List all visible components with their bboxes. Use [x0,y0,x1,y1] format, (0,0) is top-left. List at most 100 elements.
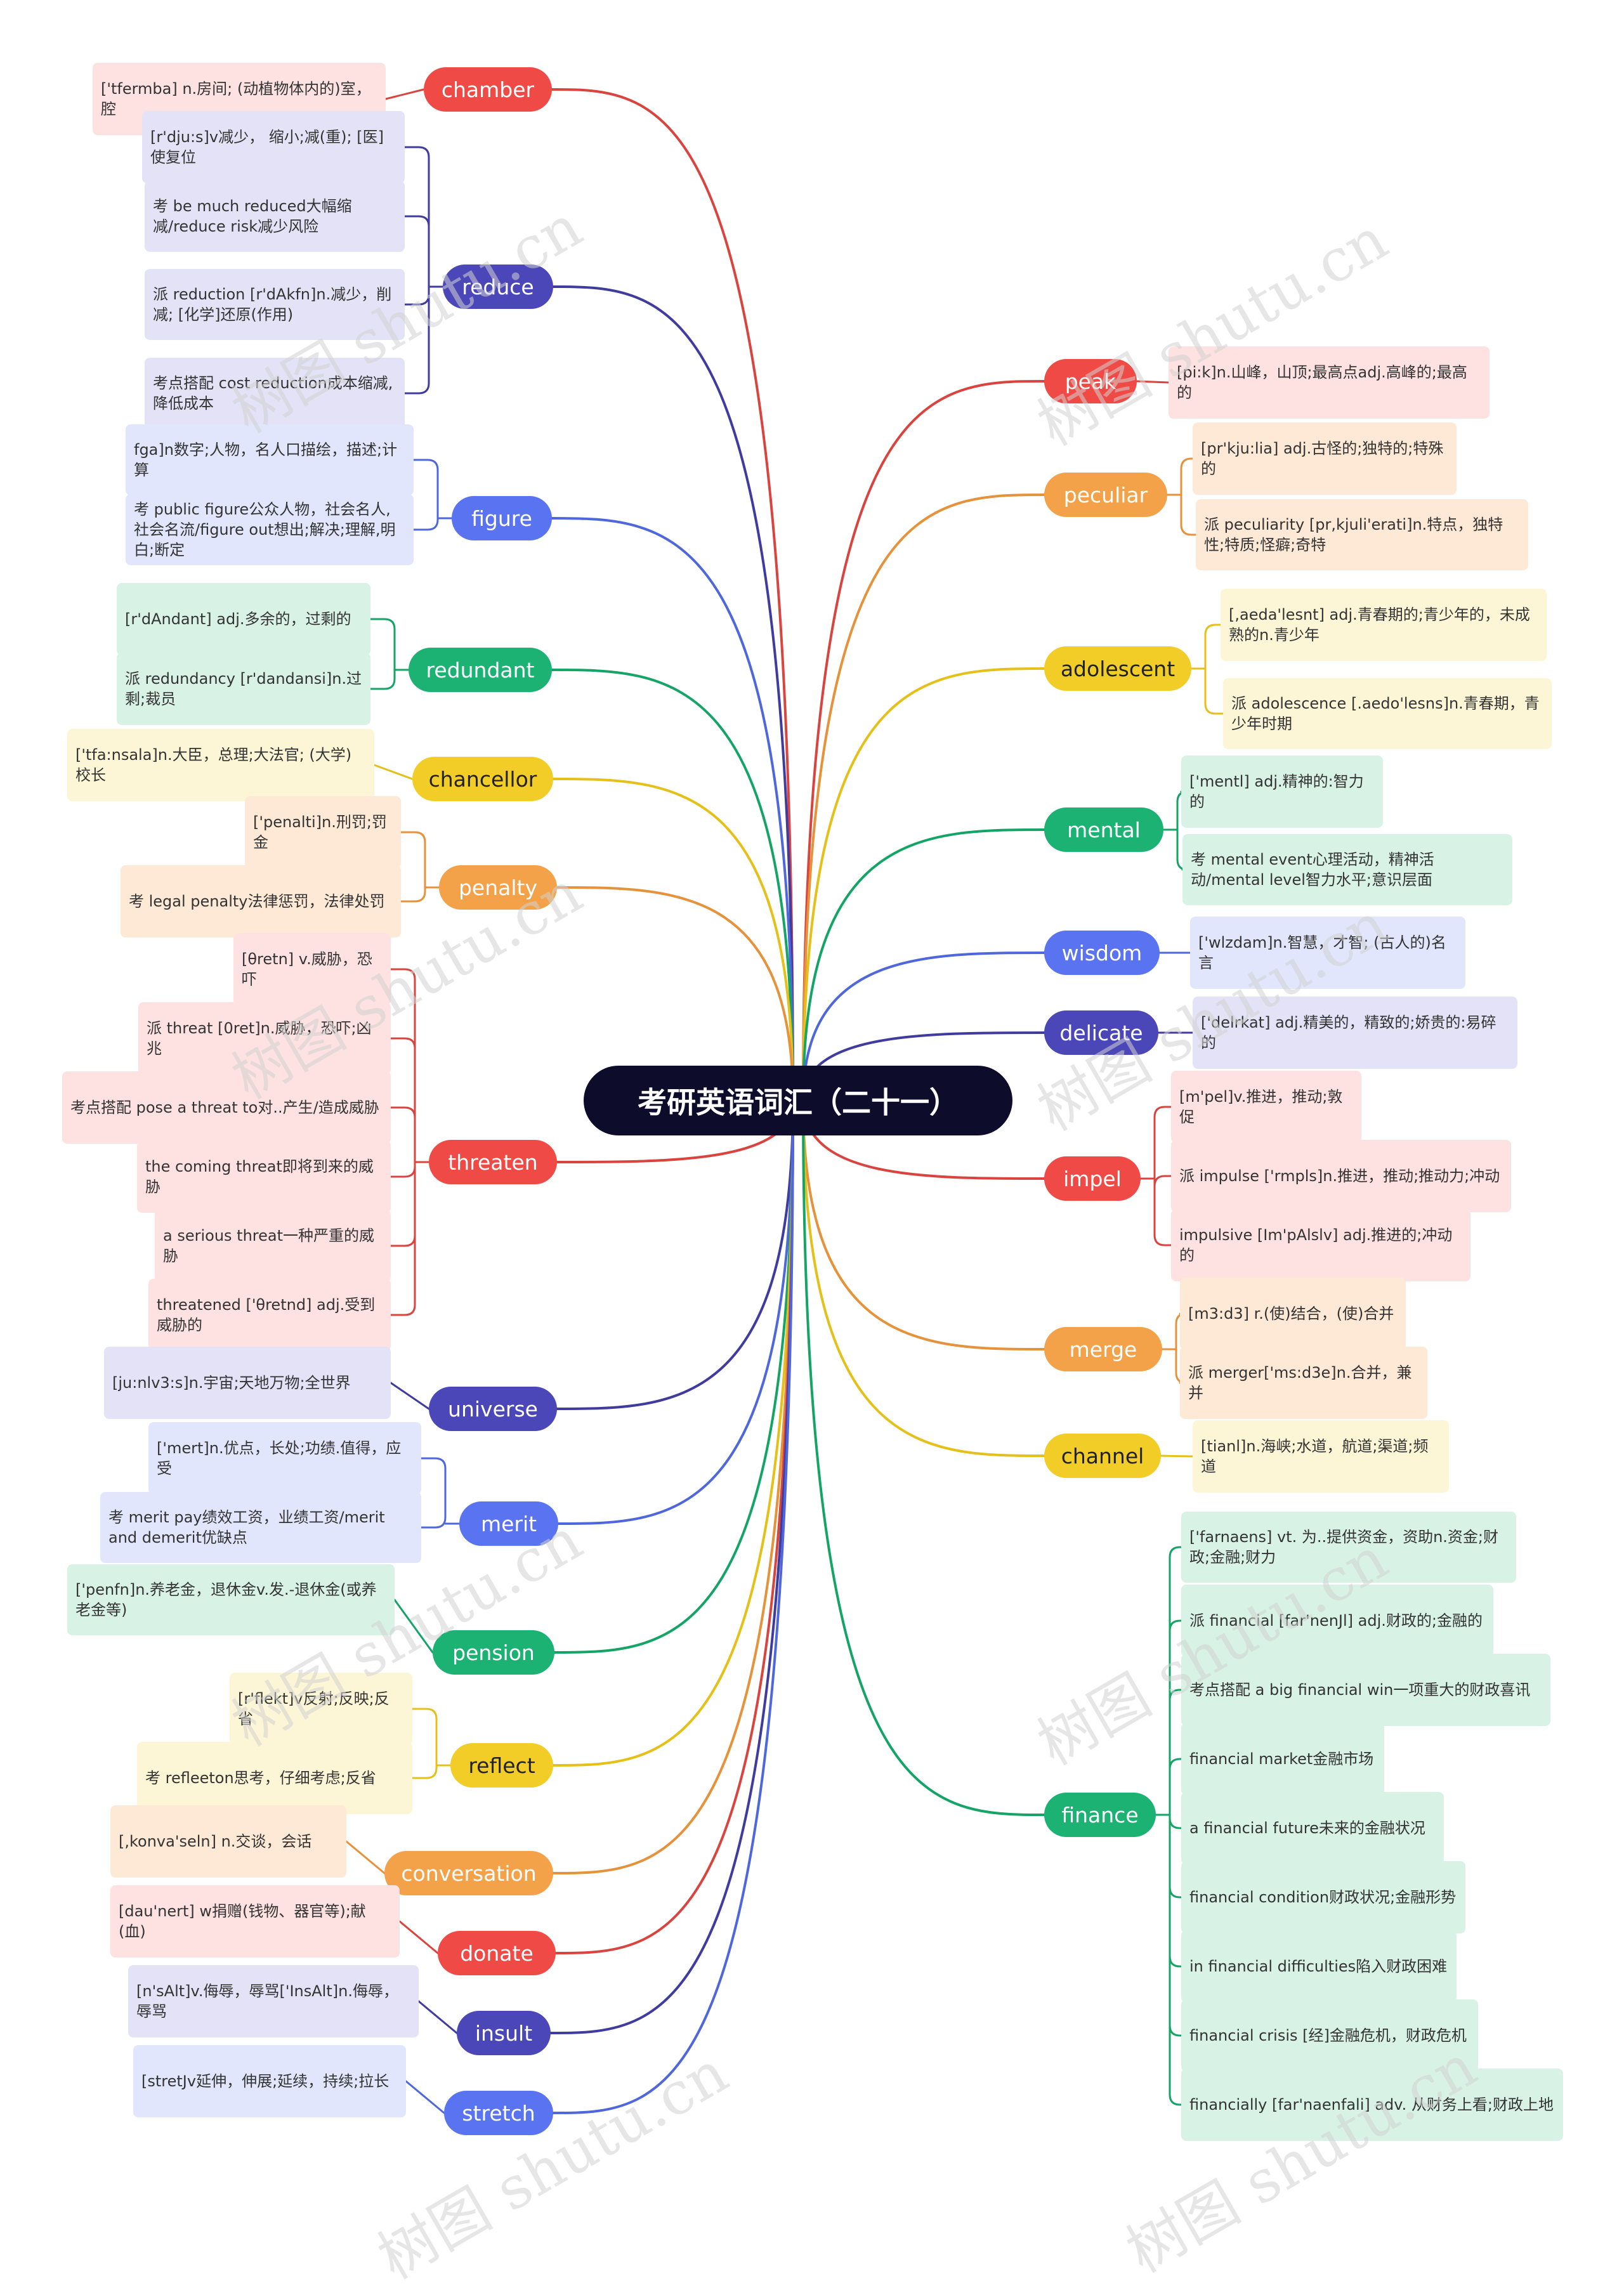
leaf-pension-1[interactable]: ['penfn]n.养老金，退休金v.发.-退休金(或养老金等) [67,1564,395,1635]
leaf-finance-4[interactable]: financial market金融市场 [1181,1723,1384,1795]
leaf-finance-2[interactable]: 派 financial [far'nenJl] adj.财政的;金融的 [1181,1585,1493,1657]
leaf-threaten-1[interactable]: [θretn] v.威胁，恐吓 [233,933,391,1005]
leaf-text: 考点搭配 cost reduction成本缩减,降低成本 [153,374,393,412]
leaf-peculiar-1[interactable]: [pr'kju:lia] adj.古怪的;独特的;特殊的 [1193,422,1457,495]
leaf-redundant-1[interactable]: [r'dAndant] adj.多余的，过剩的 [117,583,370,655]
topic-redundant[interactable]: redundant [409,648,552,692]
topic-reflect[interactable]: reflect [450,1743,553,1788]
leaf-line-adolescent-1 [1204,624,1222,636]
leaf-wisdom-1[interactable]: ['wlzdam]n.智慧，才智; (古人的)名言 [1190,917,1465,989]
topic-reduce[interactable]: reduce [443,265,553,309]
leaf-merge-1[interactable]: [m3:d3] r.(使)结合，(使)合并 [1180,1278,1406,1350]
branch-line-donate [554,1099,794,1954]
leaf-line-threaten-2 [390,1037,416,1050]
leaf-finance-8[interactable]: financial crisis [经]金融危机，财政危机 [1181,1999,1478,2072]
leaf-line-reduce-4 [403,382,430,395]
leaf-text: 考 refleeton思考，仔细考虑;反省 [145,1769,376,1787]
leaf-adolescent-1[interactable]: [,aeda'lesnt] adj.青春期的;青少年的，未成熟的n.青少年 [1221,589,1547,661]
leaf-threaten-3[interactable]: 考点搭配 pose a threat to对..产生/造成威胁 [62,1071,391,1144]
leaf-reflect-2[interactable]: 考 refleeton思考，仔细考虑;反省 [137,1742,412,1814]
leaf-universe-1[interactable]: [ju:nlv3:s]n.宇宙;天地万物;全世界 [104,1347,391,1419]
topic-stretch[interactable]: stretch [444,2091,553,2135]
leaf-line-reduce-3 [403,293,430,306]
leaf-redundant-2[interactable]: 派 redundancy [r'dandansi]n.过剩;裁员 [117,653,370,725]
leaf-impel-1[interactable]: [m'pel]v.推进，推动;敦促 [1171,1071,1361,1143]
leaf-reduce-1[interactable]: [r'dju:s]v减少， 缩小;减(重); [医]使复位 [142,111,405,183]
leaf-text: [tianl]n.海峡;水道，航道;渠道;频道 [1201,1437,1429,1475]
leaf-donate-1[interactable]: [dau'nert] w捐赠(钱物、器官等);献(血) [110,1885,400,1958]
leaf-reduce-4[interactable]: 考点搭配 cost reduction成本缩减,降低成本 [145,358,405,429]
leaf-line-reduce-2 [403,215,430,228]
leaf-finance-3[interactable]: 考点搭配 a big financial win一项重大的财政喜讯 [1181,1654,1550,1726]
leaf-finance-7[interactable]: in financial difficulties陷入财政困难 [1181,1930,1457,2003]
leaf-line-finance-2 [1169,1619,1182,1632]
leaf-reduce-2[interactable]: 考 be much reduced大幅缩减/reduce risk减少风险 [145,181,405,252]
leaf-mental-1[interactable]: ['mentl] adj.精神的:智力的 [1181,755,1383,828]
leaf-threaten-2[interactable]: 派 threat [0ret]n.威胁，恐吓;凶兆 [138,1002,391,1075]
topic-universe[interactable]: universe [429,1387,557,1431]
leaf-reflect-1[interactable]: [r'flekt]v反射;反映;反省 [230,1673,412,1745]
leaf-impel-2[interactable]: 派 impulse ['rmpls]n.推进，推动;推动力;冲动 [1171,1140,1511,1212]
leaf-text: [r'flekt]v反射;反映;反省 [238,1690,390,1728]
topic-adolescent[interactable]: adolescent [1044,646,1191,691]
topic-insult[interactable]: insult [457,2011,551,2055]
branch-line-redundant [551,669,794,1102]
topic-delicate[interactable]: delicate [1044,1010,1158,1055]
leaf-mental-2[interactable]: 考 mental event心理活动，精神活动/mental level智力水平… [1182,834,1512,905]
leaf-delicate-1[interactable]: ['delrkat] adj.精美的，精致的;娇贵的:易碎的 [1193,997,1517,1069]
leaf-reduce-3[interactable]: 派 reduction [r'dAkfn]n.减少，削减; [化学]还原(作用) [145,269,405,340]
topic-merge[interactable]: merge [1044,1327,1162,1371]
leaf-text: the coming threat即将到来的威胁 [145,1158,374,1196]
leaf-stretch-1[interactable]: [stretJv延伸，伸展;延续，持续;拉长 [133,2045,406,2117]
leaf-text: ['tfermba] n.房间; (动植物体内的)室，腔 [101,80,371,118]
leaf-line-penalty-1 [400,831,426,844]
topic-chamber[interactable]: chamber [424,67,552,112]
topic-donate[interactable]: donate [438,1931,556,1975]
topic-wisdom[interactable]: wisdom [1044,931,1160,975]
leaf-merit-2[interactable]: 考 merit pay绩效工资，业绩工资/merit and demerit优缺… [100,1492,421,1563]
topic-conversation[interactable]: conversation [384,1851,553,1895]
topic-channel[interactable]: channel [1044,1434,1161,1478]
leaf-text: financially [far'naenfali] adv. 从财务上看;财政… [1189,2096,1554,2114]
leaf-text: 考 be much reduced大幅缩减/reduce risk减少风险 [153,197,352,235]
leaf-penalty-1[interactable]: ['penalti]n.刑罚;罚金 [245,796,401,868]
leaf-finance-6[interactable]: financial condition财政状况;金融形势 [1181,1861,1465,1933]
topic-impel[interactable]: impel [1044,1156,1141,1201]
leaf-insult-1[interactable]: [n'sAlt]v.侮辱，辱骂['InsAlt]n.侮辱，辱骂 [128,1965,419,2037]
leaf-adolescent-2[interactable]: 派 adolescence [.aedo'lesns]n.青春期，青少年时期 [1223,678,1552,749]
topic-peak[interactable]: peak [1044,359,1137,403]
leaf-finance-1[interactable]: ['farnaens] vt. 为..提供资金，资助n.资金;财政;金融;财力 [1181,1512,1516,1583]
topic-finance[interactable]: finance [1044,1793,1156,1837]
leaf-impel-3[interactable]: impulsive [Im'pAlslv] adj.推进的;冲动的 [1171,1209,1470,1281]
leaf-chancellor-1[interactable]: ['tfa:nsala]n.大臣，总理;大法官; (大学)校长 [67,729,374,801]
leaf-conversation-1[interactable]: [,konva'seln] n.交谈，会话 [110,1805,346,1878]
branch-line-chancellor [552,778,794,1102]
topic-figure[interactable]: figure [452,496,552,540]
topic-mental[interactable]: mental [1044,808,1163,852]
leaf-merit-1[interactable]: ['mert]n.优点，长处;功绩.值得，应受 [148,1422,421,1494]
leaf-line-finance-3 [1169,1689,1182,1701]
leaf-finance-5[interactable]: a financial future未来的金融状况 [1181,1792,1444,1864]
leaf-merge-2[interactable]: 派 merger['ms:d3e]n.合并，兼并 [1180,1347,1427,1419]
leaf-line-reflect-2 [411,1767,438,1779]
topic-chancellor[interactable]: chancellor [412,757,553,801]
leaf-threaten-5[interactable]: a serious threat一种严重的威胁 [155,1210,391,1282]
leaf-penalty-2[interactable]: 考 legal penalty法律惩罚，法律处罚 [121,865,401,938]
leaf-figure-2[interactable]: 考 public figure公众人物，社会名人,社会名流/figure out… [126,494,414,565]
branch-line-peculiar [802,494,1045,1102]
leaf-peak-1[interactable]: [pi:k]n.山峰，山顶;最高点adj.高峰的;最高的 [1169,346,1490,419]
leaf-peculiar-2[interactable]: 派 peculiarity [pr,kjuli'erati]n.特点，独特性;特… [1196,499,1528,570]
leaf-threaten-4[interactable]: the coming threat即将到来的威胁 [137,1141,391,1213]
topic-penalty[interactable]: penalty [439,865,557,910]
central-topic[interactable]: 考研英语词汇（二十一） [584,1066,1012,1135]
leaf-figure-1[interactable]: fga]n数字;人物，名人口描绘，描述;计算 [126,424,414,495]
topic-merit[interactable]: merit [459,1501,558,1546]
leaf-line-chancellor [373,764,414,780]
leaf-line-figure-1 [412,459,439,471]
topic-pension[interactable]: pension [433,1630,554,1675]
topic-threaten[interactable]: threaten [429,1140,557,1184]
topic-peculiar[interactable]: peculiar [1044,473,1167,517]
leaf-finance-9[interactable]: financially [far'naenfali] adv. 从财务上看;财政… [1181,2069,1563,2141]
leaf-channel-1[interactable]: [tianl]n.海峡;水道，航道;渠道;频道 [1193,1420,1449,1493]
leaf-threaten-6[interactable]: threatened ['θretnd] adj.受到威胁的 [148,1279,391,1351]
